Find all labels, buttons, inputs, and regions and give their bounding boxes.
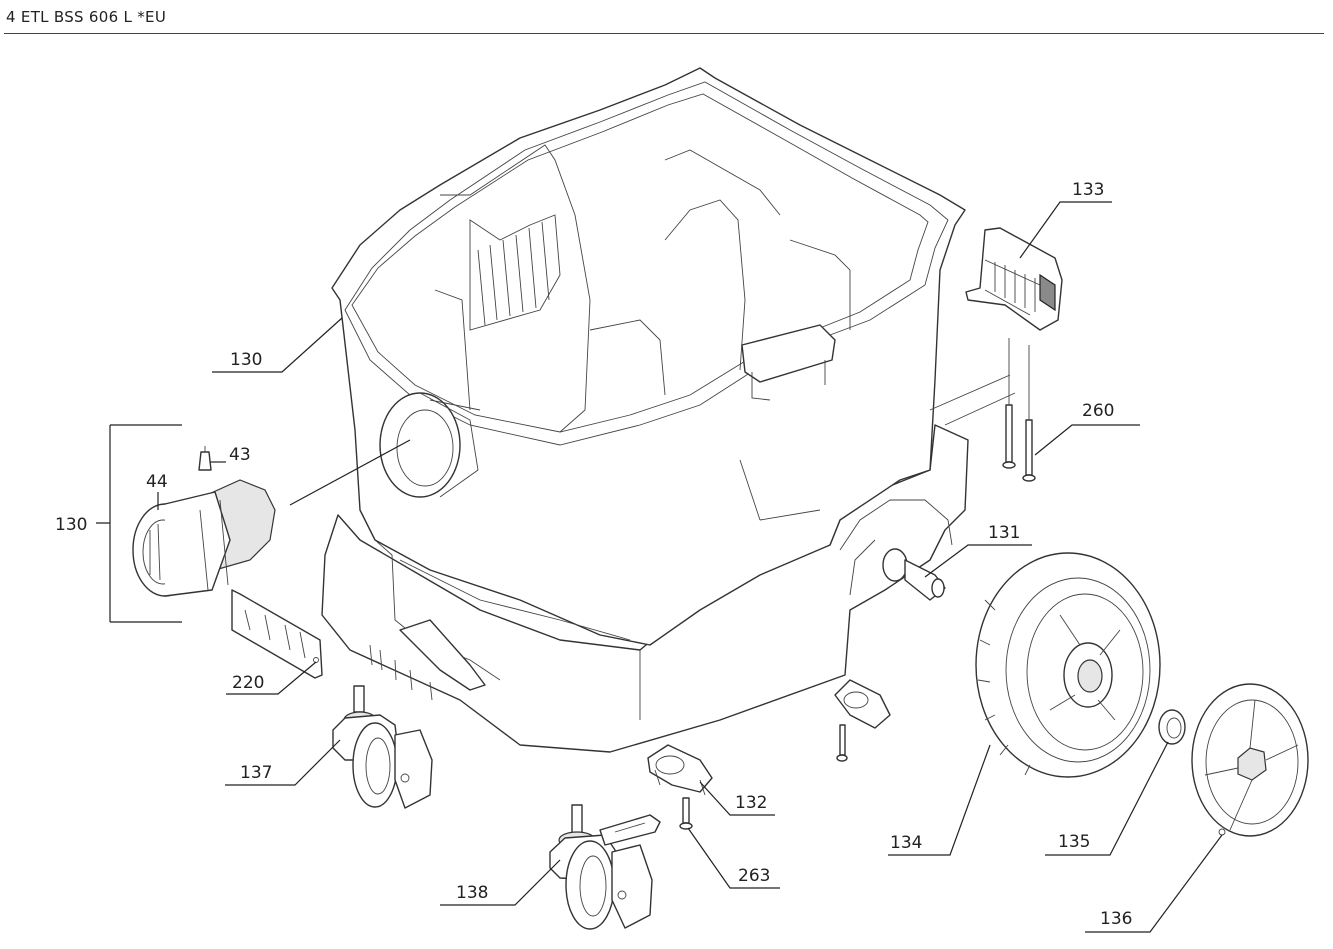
callout-43: 43: [229, 445, 251, 465]
caster-138: [549, 804, 661, 930]
plate-220: [231, 589, 323, 679]
page-title: 4 ETL BSS 606 L *EU: [6, 8, 167, 26]
wheel-134: [975, 552, 1161, 778]
caster-137: [332, 685, 433, 809]
hose-inlet: [379, 392, 481, 498]
callout-260: 260: [1082, 401, 1114, 421]
hose-adapter: [132, 479, 276, 597]
callout-135: 135: [1058, 832, 1090, 852]
ring-135: [1158, 709, 1186, 745]
callout-134: 134: [890, 833, 922, 853]
pin-43: [198, 446, 212, 471]
callout-138: 138: [456, 883, 488, 903]
callout-130-accessory: 130: [55, 515, 87, 535]
callout-136: 136: [1100, 909, 1132, 929]
bracket-132-right: [834, 679, 891, 762]
callout-130-tank: 130: [230, 350, 262, 370]
axle-131: [882, 548, 946, 601]
callout-labels: 130 130 43 44 133 260 131 220 137 132 26…: [55, 180, 1132, 929]
screws-260: [1002, 338, 1036, 482]
screw-263: [679, 797, 693, 830]
callout-220: 220: [232, 673, 264, 693]
callout-137: 137: [240, 763, 272, 783]
callout-133: 133: [1072, 180, 1104, 200]
callout-263: 263: [738, 866, 770, 886]
header: 4 ETL BSS 606 L *EU: [0, 0, 1333, 40]
hubcap-136: [1191, 683, 1309, 837]
bracket-132: [647, 744, 713, 796]
callout-131: 131: [988, 523, 1020, 543]
header-rule: [4, 33, 1324, 34]
callout-132: 132: [735, 793, 767, 813]
leader-lines: [96, 201, 1223, 933]
tank-body: [321, 67, 1016, 753]
holder-133: [965, 227, 1063, 331]
callout-44: 44: [146, 472, 168, 492]
